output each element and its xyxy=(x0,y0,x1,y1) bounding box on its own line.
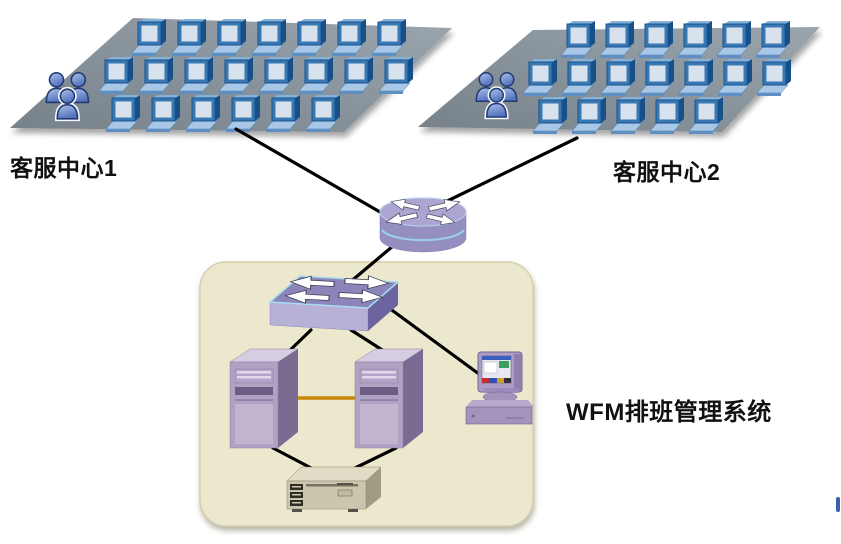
server-tower-icon-1 xyxy=(229,348,299,449)
link-server2-storage xyxy=(351,446,398,471)
edge-artifact xyxy=(836,497,840,512)
link-site1-router xyxy=(234,127,382,214)
link-switch-workstation xyxy=(387,306,481,376)
storage-unit-icon xyxy=(286,466,382,512)
server-tower-icon-2 xyxy=(354,348,424,449)
link-router-switch xyxy=(347,244,395,285)
site1-label: 客服中心1 xyxy=(10,155,118,181)
site2-label: 客服中心2 xyxy=(613,159,721,185)
switch-icon xyxy=(268,274,400,332)
workstation-icon xyxy=(465,351,534,425)
router-icon xyxy=(379,195,467,253)
link-site2-router xyxy=(435,136,579,208)
system-label: WFM排班管理系统 xyxy=(566,399,772,426)
link-server1-storage xyxy=(271,446,315,471)
